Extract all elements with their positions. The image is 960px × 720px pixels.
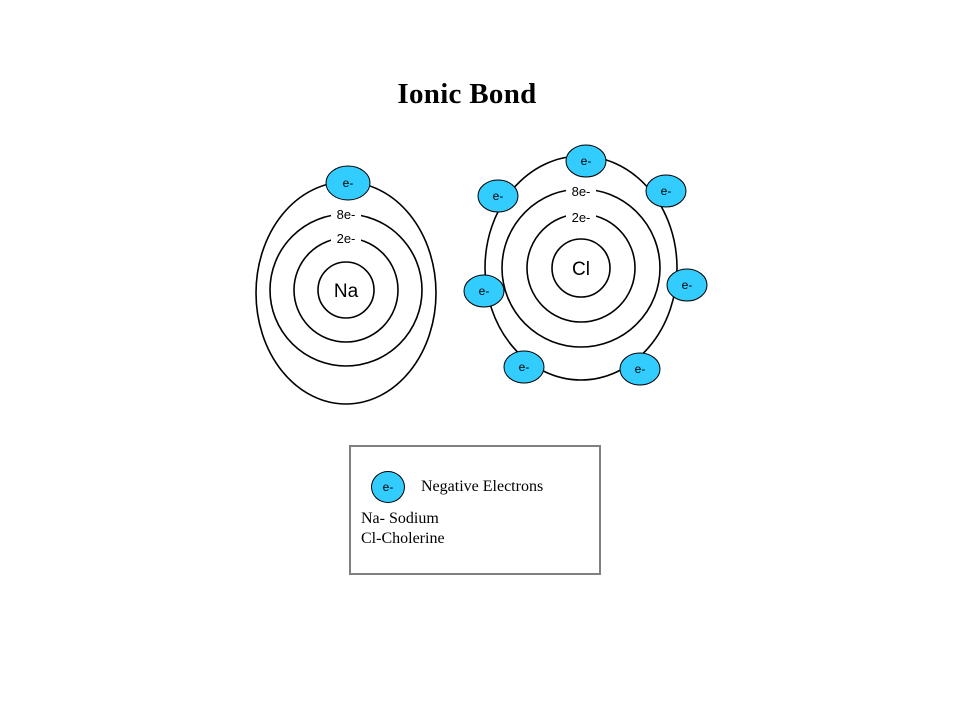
legend-chlorine-label: Cl-Cholerine — [361, 530, 445, 547]
electron-label: e- — [682, 278, 693, 292]
chlorine-shell-8e-label: 8e- — [572, 184, 591, 199]
sodium-shell-8e-label: 8e- — [337, 207, 356, 222]
sodium-nucleus — [317, 261, 375, 319]
electron-label: e- — [635, 362, 646, 376]
chlorine-electron-upper-left: e- — [477, 179, 519, 213]
chlorine-electron-left: e- — [463, 274, 505, 308]
legend-box: e- Negative Electrons Na- Sodium Cl-Chol… — [349, 445, 601, 575]
chlorine-nucleus — [551, 238, 611, 298]
diagram-title: Ionic Bond — [397, 78, 537, 110]
chlorine-shell-2e-label: 2e- — [572, 210, 591, 225]
electron-label: e- — [519, 360, 530, 374]
legend-electron-icon: e- — [371, 471, 405, 503]
legend-electrons-label: Negative Electrons — [421, 478, 544, 495]
sodium-nucleus-label: Na — [334, 281, 359, 302]
electron-label: e- — [479, 284, 490, 298]
electron-label: e- — [581, 154, 592, 168]
electron-label: e- — [661, 184, 672, 198]
legend-sodium-label: Na- Sodium — [361, 510, 439, 527]
chlorine-electron-lower-left: e- — [503, 350, 545, 384]
sodium-shell-2e-label: 2e- — [337, 231, 356, 246]
chlorine-electron-right: e- — [666, 268, 708, 302]
chlorine-atom: 8e- 2e- Cl e- e- e- e- e- e- — [463, 144, 708, 386]
chlorine-electron-lower-right: e- — [619, 352, 661, 386]
chlorine-electron-top: e- — [565, 144, 607, 178]
electron-label: e- — [493, 189, 504, 203]
sodium-valence-electron: e- — [325, 165, 371, 201]
electron-label: e- — [343, 176, 354, 190]
chlorine-electron-upper-right: e- — [645, 174, 687, 208]
sodium-atom: 8e- 2e- Na e- — [255, 165, 437, 405]
chlorine-nucleus-label: Cl — [572, 259, 590, 280]
